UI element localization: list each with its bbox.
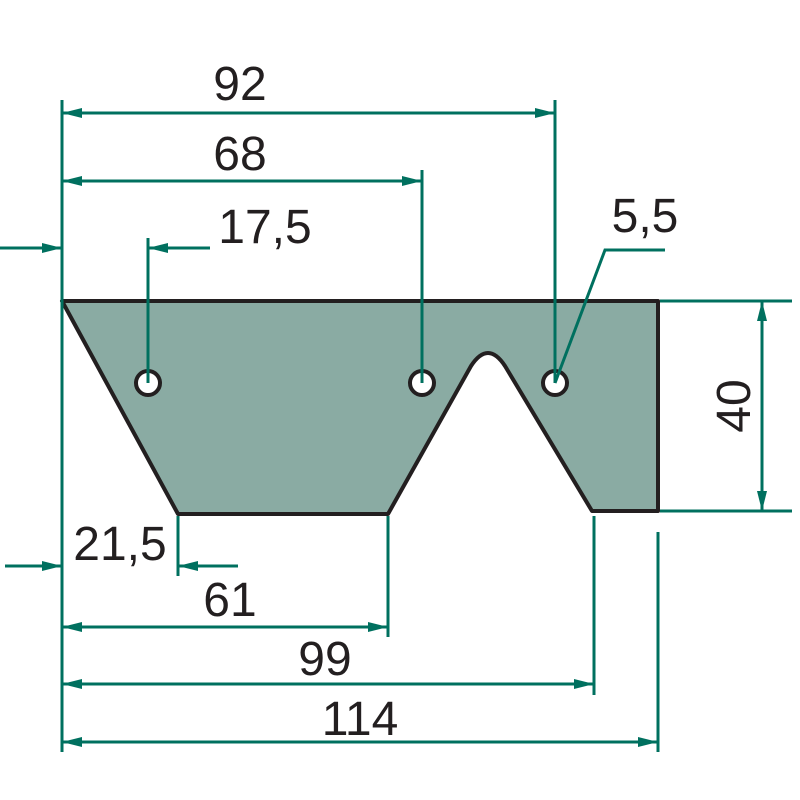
label-92: 92 <box>213 58 266 111</box>
label-5-5: 5,5 <box>612 190 679 243</box>
label-21-5: 21,5 <box>73 518 166 571</box>
label-99: 99 <box>298 633 351 686</box>
leader-5-5 <box>553 248 665 384</box>
label-40: 40 <box>708 379 761 432</box>
label-68: 68 <box>213 128 266 181</box>
label-17-5: 17,5 <box>218 201 311 254</box>
label-61: 61 <box>203 574 256 627</box>
blade-part <box>60 299 660 516</box>
label-114: 114 <box>322 693 399 746</box>
